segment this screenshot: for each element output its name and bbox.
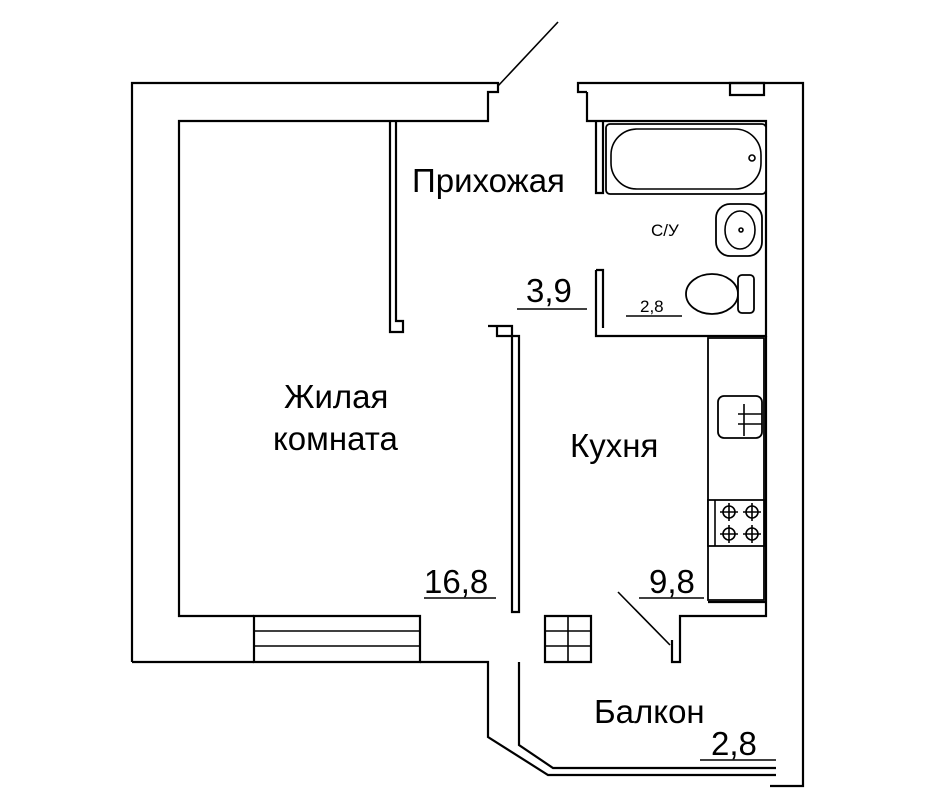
living-room-label-line2: комната [273, 420, 398, 457]
partition-bath-lower [596, 270, 603, 328]
partition-living-kitchen [488, 326, 519, 612]
window-living [254, 616, 420, 662]
wall-right-inner [587, 92, 766, 336]
kitchen-sink [718, 396, 762, 438]
kitchen-fixtures [708, 338, 764, 600]
wall-top-right [578, 83, 803, 786]
countertop [708, 338, 764, 600]
partitions [390, 121, 776, 768]
bathtub [606, 124, 766, 194]
balcony-door-leaf [618, 592, 670, 645]
hallway-label: Прихожая [412, 162, 565, 199]
hallway-area: 3,9 [526, 272, 572, 309]
vent-box [730, 83, 764, 95]
balcony-area: 2,8 [711, 725, 757, 762]
living-room-label-line1: Жилая [284, 378, 388, 415]
doors [498, 22, 670, 645]
toilet-tank [738, 275, 754, 313]
stove [708, 500, 764, 546]
balcony-divider [519, 662, 776, 768]
toilet-bowl [686, 274, 738, 314]
wall-bottom-outer [132, 662, 776, 775]
wall-top-left [132, 83, 498, 662]
partition-living-hall [390, 121, 403, 332]
windows [254, 616, 591, 662]
kitchen-label: Кухня [570, 427, 658, 464]
bathroom-label: С/У [651, 221, 679, 240]
bathroom-fixtures [606, 124, 766, 314]
wall-kitchen-right [672, 336, 766, 662]
kitchen-area: 9,8 [649, 563, 695, 600]
balcony-label: Балкон [594, 693, 705, 730]
bathroom-area: 2,8 [640, 297, 664, 316]
entrance-door-leaf [498, 22, 558, 86]
labels: Прихожая 3,9 С/У 2,8 Жилая комната 16,8 … [273, 162, 757, 762]
area-underlines [424, 309, 776, 760]
outer-walls [132, 83, 803, 786]
living-room-area: 16,8 [424, 563, 488, 600]
partition-bath-upper [596, 121, 603, 193]
